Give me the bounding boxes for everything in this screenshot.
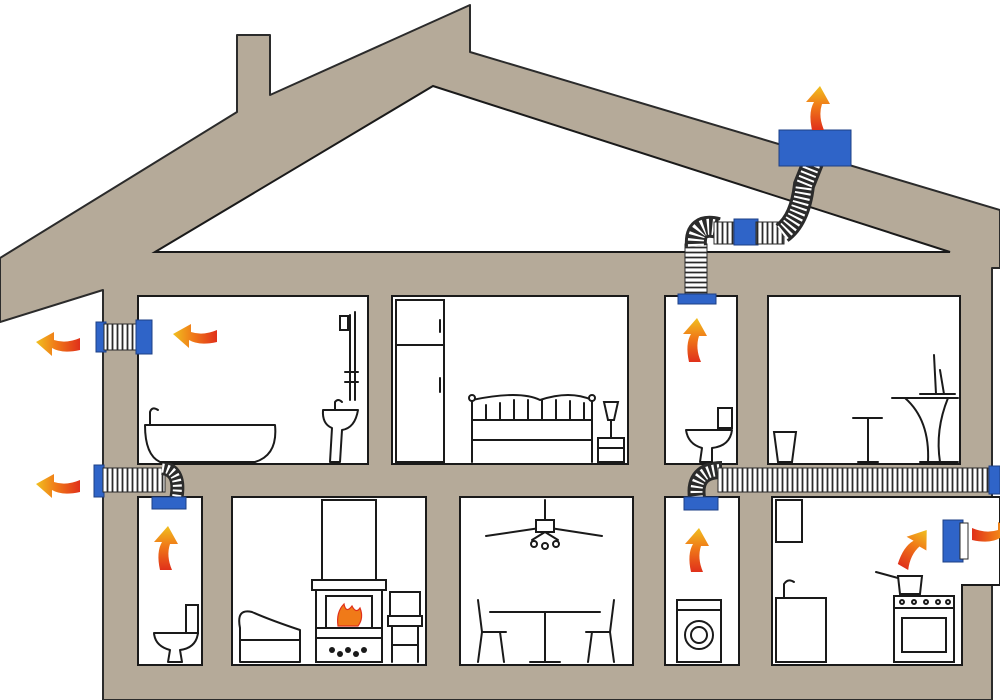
vent-kitchen: [942, 519, 969, 563]
duct-middle: [683, 461, 1000, 511]
pot-icon: [875, 571, 924, 595]
airflow-arrow-intake-toilet-lower: [154, 526, 178, 570]
bathtub-icon: [144, 407, 277, 463]
washing-machine-icon: [676, 599, 722, 663]
dining-chair-right-icon: [585, 599, 615, 663]
sink-icon: [321, 399, 359, 463]
room-office: [767, 295, 961, 465]
dining-chair-left-icon: [477, 599, 507, 663]
duct-lower-left: [93, 461, 187, 510]
tv-icon: [387, 591, 423, 663]
airflow-arrow-exhaust-right: [972, 522, 1000, 546]
table-icon: [489, 611, 601, 663]
fireplace-icon: [311, 499, 387, 663]
chair-icon: [852, 417, 883, 463]
attic: [151, 84, 951, 253]
desk-icon: [891, 397, 959, 463]
shower-icon: [339, 311, 359, 401]
stove-icon: [893, 595, 955, 663]
airflow-arrow-intake-bathroom: [173, 324, 217, 348]
toilet-lower-icon: [153, 604, 199, 663]
toilet-upper-icon: [685, 407, 733, 463]
room-toilet-lower: [137, 496, 203, 666]
airflow-arrows: [36, 86, 1000, 572]
airflow-arrow-intake-kitchen: [897, 529, 927, 571]
duct-roof: [677, 129, 852, 305]
lamp-icon: [597, 401, 625, 463]
airflow-arrow-intake-laundry: [685, 528, 709, 572]
airflow-arrow-intake-toilet-upper: [683, 318, 707, 362]
bed-icon: [468, 394, 596, 463]
ceiling-fan-icon: [485, 499, 603, 550]
armchair-icon: [238, 610, 301, 663]
airflow-arrow-exhaust-left-lower: [36, 474, 80, 498]
wardrobe-icon: [395, 299, 445, 463]
room-bathroom: [137, 295, 369, 465]
bin-icon: [772, 431, 798, 463]
monitor-icon: [919, 354, 956, 395]
duct-bathroom-wall: [95, 319, 153, 355]
airflow-arrow-exhaust-roof: [806, 86, 830, 130]
kitchen-sink-icon: [783, 579, 795, 599]
room-toilet-upper: [664, 295, 738, 465]
airflow-arrow-exhaust-left-upper: [36, 332, 80, 356]
cabinet-icon: [775, 499, 827, 663]
